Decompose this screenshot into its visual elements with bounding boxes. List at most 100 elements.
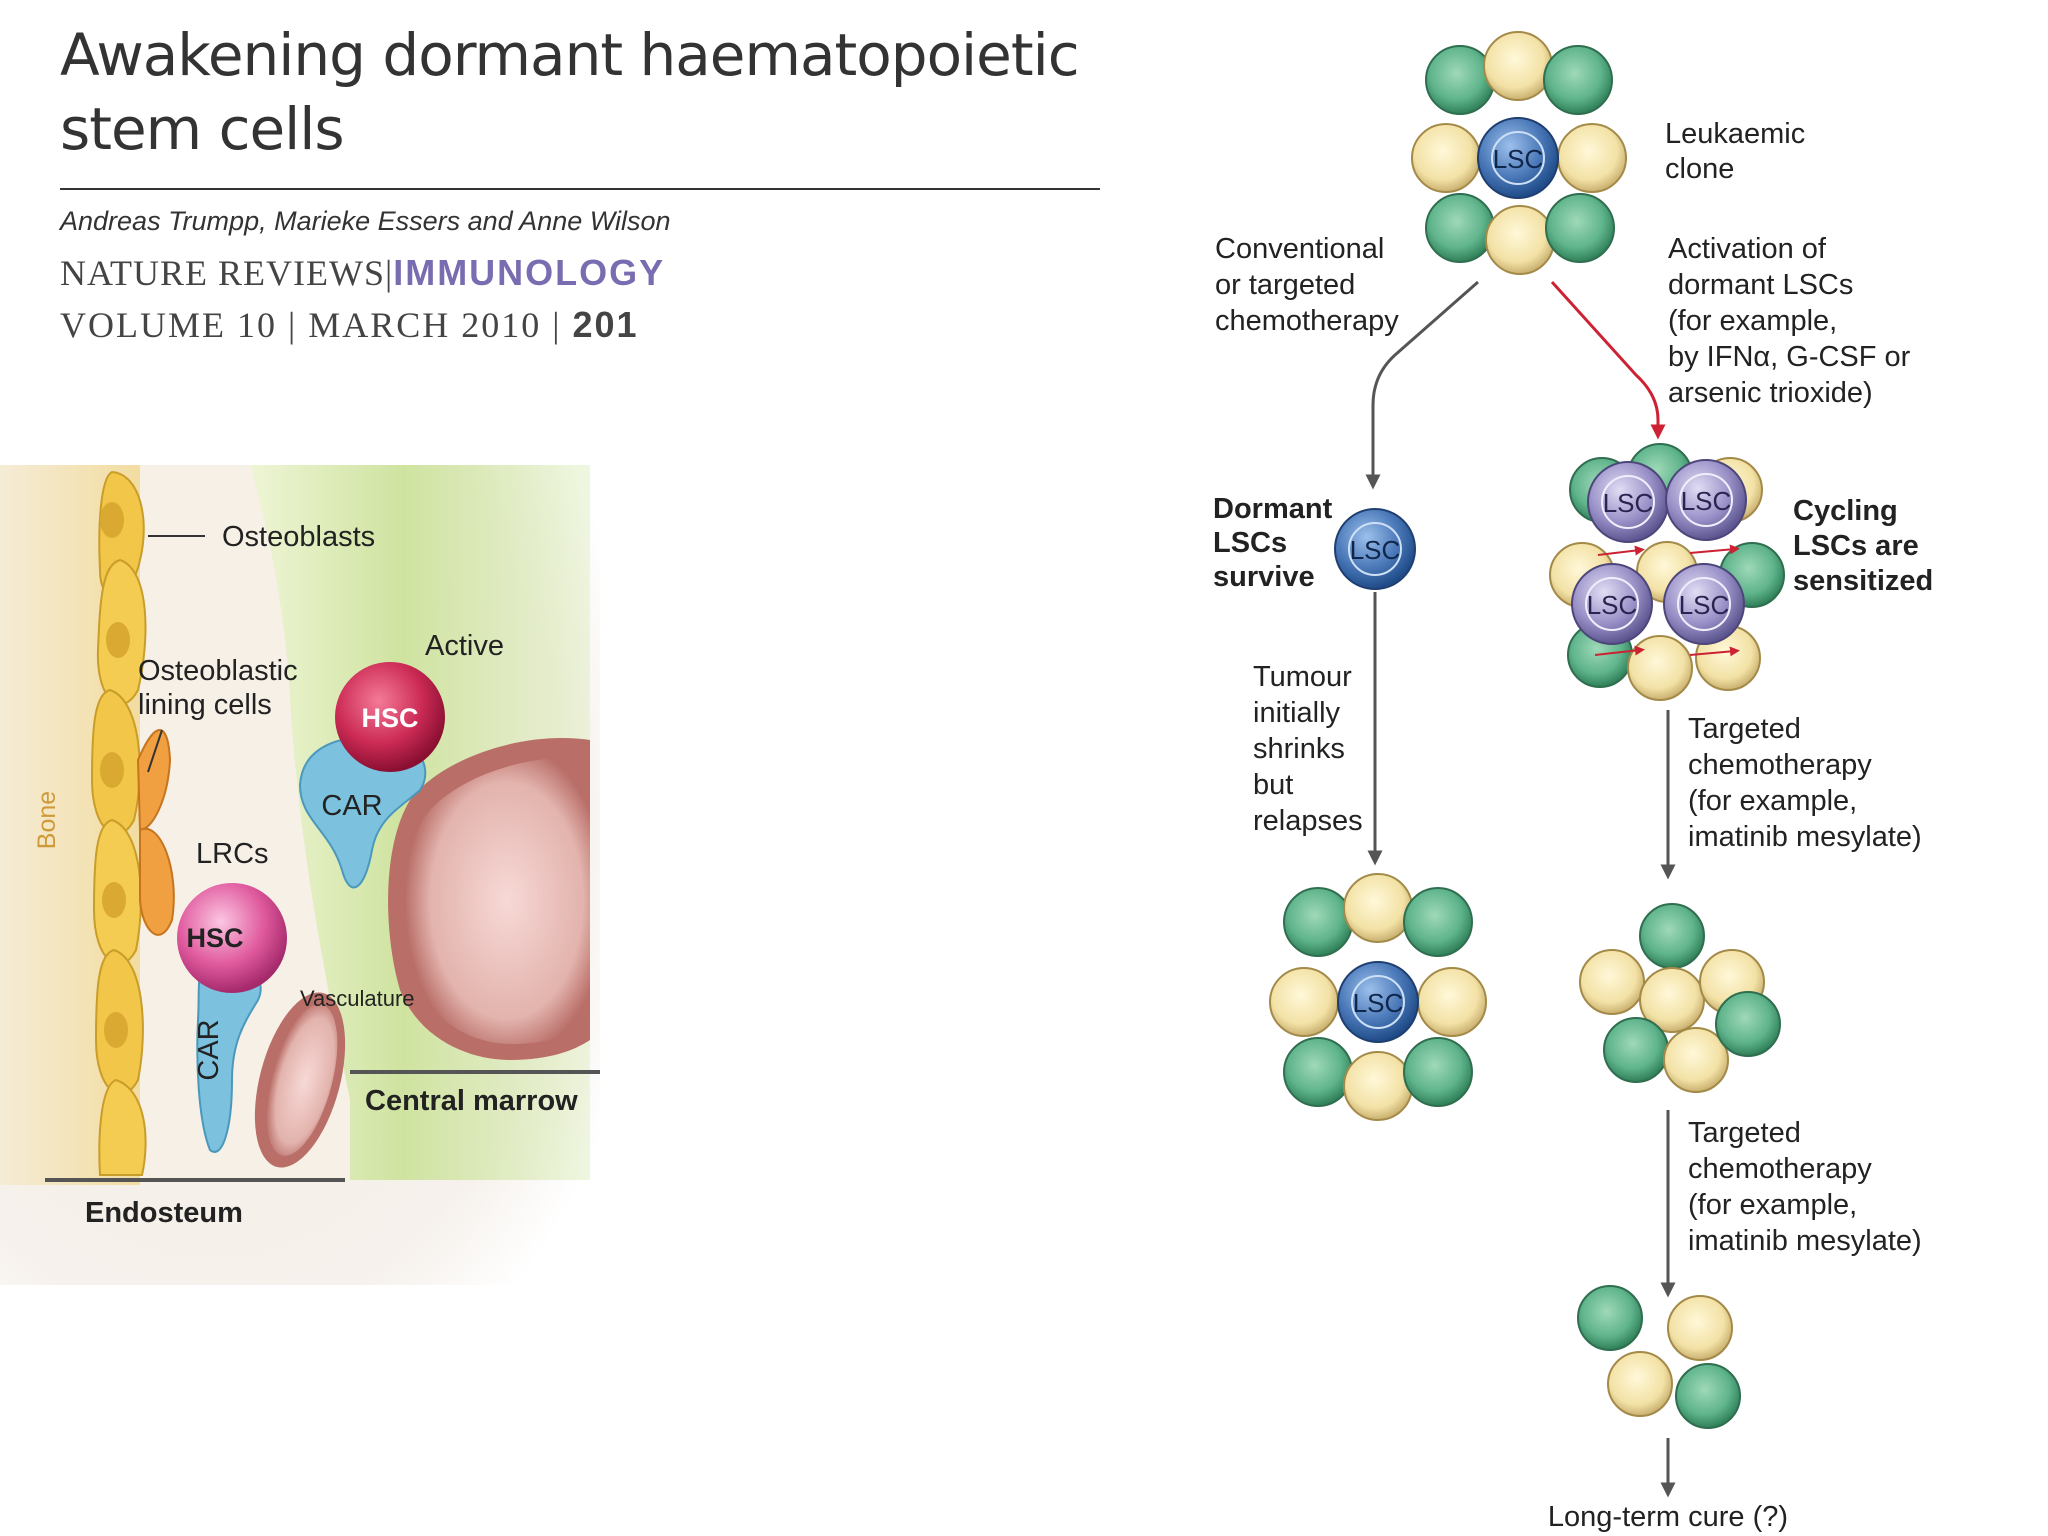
green-cell xyxy=(1425,45,1495,115)
lsc-label: LSC xyxy=(1493,144,1544,174)
green-cell xyxy=(1543,45,1613,115)
osteoblast-cell xyxy=(98,1078,147,1176)
bone-label: Bone xyxy=(33,791,61,849)
conventional-label-1: Conventional xyxy=(1215,233,1384,265)
vasculature-lower xyxy=(254,992,346,1168)
cream-cell xyxy=(1557,123,1627,193)
cycling-lsc-cell xyxy=(1665,459,1747,541)
car-upper-label: CAR xyxy=(321,790,382,822)
green-cell xyxy=(1403,887,1473,957)
vasculature-upper xyxy=(388,738,590,1060)
journal-sub: IMMUNOLOGY xyxy=(393,252,666,293)
cure-label: Long-term cure (?) xyxy=(1548,1501,1788,1533)
green-cell xyxy=(1283,1037,1353,1107)
journal-separator: | xyxy=(384,253,394,293)
lining-label-1: Osteoblastic xyxy=(138,655,298,687)
dormant-label-2: LSCs xyxy=(1213,527,1287,559)
title-line-1: Awakening dormant haematopoietic xyxy=(60,21,1080,89)
leukaemic-clone-cluster: LSC xyxy=(1411,31,1627,275)
tumour-label-2: initially xyxy=(1253,697,1341,729)
cream-cell xyxy=(1663,1027,1729,1093)
hsc-lrc-label: HSC xyxy=(186,923,243,953)
dormant-label-3: survive xyxy=(1213,561,1315,593)
cream-cell xyxy=(1343,873,1413,943)
volume-line: VOLUME 10 | MARCH 2010 | 201 xyxy=(60,304,639,346)
cream-cell xyxy=(1627,635,1693,701)
cream-cell xyxy=(1485,205,1555,275)
cream-cell xyxy=(1667,1295,1733,1361)
osteoblast-column xyxy=(90,470,147,1176)
active-label: Active xyxy=(425,630,504,662)
cycling-lsc-label: LSC xyxy=(1679,590,1730,620)
relapse-lsc-cell xyxy=(1337,961,1419,1043)
targeted1-label-2: chemotherapy xyxy=(1688,749,1872,781)
division-arrow xyxy=(1689,544,1740,555)
green-cell xyxy=(1577,1285,1643,1351)
targeted1-label-4: imatinib mesylate) xyxy=(1688,821,1922,853)
cream-cell xyxy=(1607,1351,1673,1417)
vasculature-label: Vasculature xyxy=(300,986,415,1011)
dormant-label-1: Dormant xyxy=(1213,493,1333,525)
cycling-lsc-label: LSC xyxy=(1603,488,1654,518)
cycling-lsc-nucleus xyxy=(1677,577,1731,631)
green-cell xyxy=(1545,193,1615,263)
cream-cell xyxy=(1411,123,1481,193)
osteoblast-nucleus xyxy=(106,622,130,658)
final-cluster xyxy=(1577,1285,1741,1429)
article-header: Awakening dormant haematopoietic stem ce… xyxy=(60,18,1110,166)
activation-label-3: (for example, xyxy=(1668,305,1837,337)
endosteum-label: Endosteum xyxy=(85,1197,243,1229)
lining-cell xyxy=(139,827,175,936)
osteoblast-nucleus xyxy=(104,1012,128,1048)
journal-name: NATURE REVIEWS|IMMUNOLOGY xyxy=(60,252,665,294)
vessel-lumen-upper xyxy=(404,757,590,1044)
targeted1-label-1: Targeted xyxy=(1688,713,1801,745)
green-cell xyxy=(1425,193,1495,263)
lsc-nucleus xyxy=(1491,131,1545,185)
green-cell xyxy=(1403,1037,1473,1107)
targeted2-label-3: (for example, xyxy=(1688,1189,1857,1221)
cream-cell xyxy=(1269,967,1339,1037)
green-cell xyxy=(1639,903,1705,969)
title-line-2: stem cells xyxy=(60,95,345,163)
dormant-lsc-label: LSC xyxy=(1350,535,1401,565)
lrcs-label: LRCs xyxy=(196,838,269,870)
tumour-label-1: Tumour xyxy=(1253,661,1352,693)
dormant-lsc-cell xyxy=(1334,508,1416,590)
hsc-active-label: HSC xyxy=(361,703,418,733)
page-number: 201 xyxy=(572,304,639,345)
cycling-lsc-label: LSC xyxy=(1587,590,1638,620)
treatment-flow: LSC Leukaemic clone Conventional or targ… xyxy=(1213,31,1933,1533)
tumour-label-5: relapses xyxy=(1253,805,1363,837)
green-cell xyxy=(1283,887,1353,957)
vessel-lumen-lower xyxy=(266,1004,338,1156)
conventional-label-3: chemotherapy xyxy=(1215,305,1399,337)
division-arrow xyxy=(1597,545,1645,556)
journal-main: NATURE REVIEWS xyxy=(60,253,385,293)
division-arrow xyxy=(1689,646,1740,657)
cream-cell xyxy=(1483,31,1553,101)
cycling-lsc-cell xyxy=(1663,563,1745,645)
car-cell-lower xyxy=(196,958,262,1153)
lining-label-2: lining cells xyxy=(138,689,272,721)
car-cell-upper xyxy=(298,732,427,889)
osteoblasts-label: Osteoblasts xyxy=(222,521,375,553)
osteoblast-nucleus xyxy=(100,502,124,538)
leukaemic-label-1: Leukaemic xyxy=(1665,118,1805,150)
activation-label-1: Activation of xyxy=(1668,233,1827,265)
division-arrow xyxy=(1594,645,1645,656)
activation-label-2: dormant LSCs xyxy=(1668,269,1853,301)
cycling-cluster: LSC LSC LSC LSC xyxy=(1549,443,1785,701)
cycling-lsc-nucleus xyxy=(1601,475,1655,529)
lining-leader xyxy=(147,729,163,773)
targeted1-label-3: (for example, xyxy=(1688,785,1857,817)
cycling-label-2: LSCs are xyxy=(1793,530,1919,562)
targeted2-label-2: chemotherapy xyxy=(1688,1153,1872,1185)
relapsed-cluster: LSC xyxy=(1269,873,1487,1121)
targeted2-label-1: Targeted xyxy=(1688,1117,1801,1149)
osteoblast-nucleus xyxy=(100,752,124,788)
arrow-conventional xyxy=(1365,280,1479,490)
hsc-lrc-cell xyxy=(177,883,287,993)
tumour-label-3: shrinks xyxy=(1253,733,1345,765)
